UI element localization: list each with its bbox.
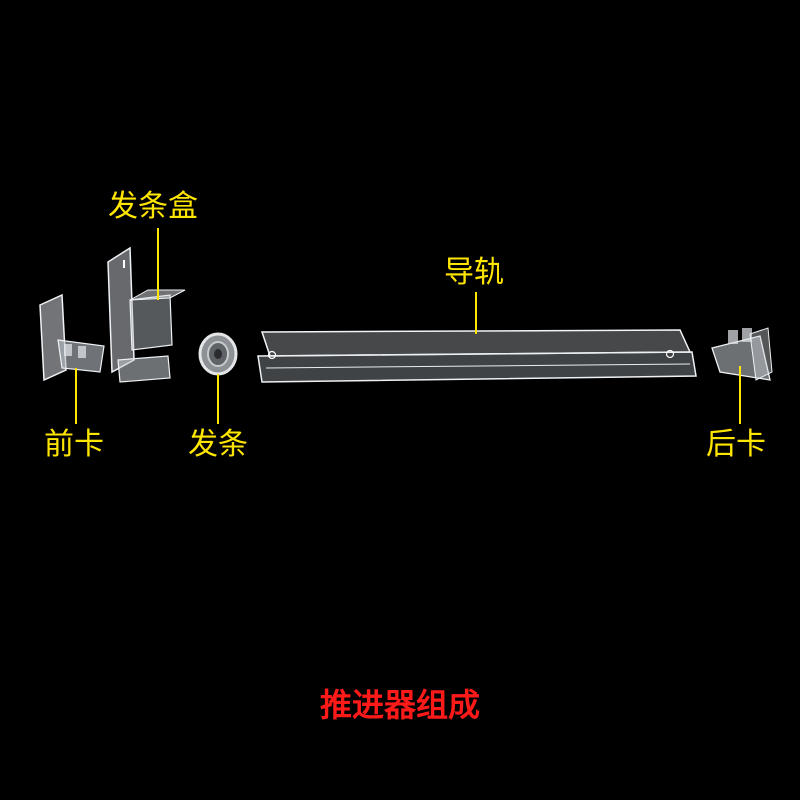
- front-clip-label: 前卡: [44, 427, 104, 462]
- spring-label: 发条: [188, 427, 248, 462]
- spring-part: [198, 332, 238, 376]
- spring-box-label: 发条盒: [108, 189, 198, 224]
- spring-box-part: [107, 246, 186, 383]
- rail-part: [257, 329, 697, 383]
- front-clip-part: [39, 293, 105, 382]
- rear-clip-part: [711, 327, 773, 381]
- rear-clip-label: 后卡: [706, 427, 766, 462]
- diagram-caption: 推进器组成: [319, 686, 480, 724]
- rail-label: 导轨: [444, 255, 504, 290]
